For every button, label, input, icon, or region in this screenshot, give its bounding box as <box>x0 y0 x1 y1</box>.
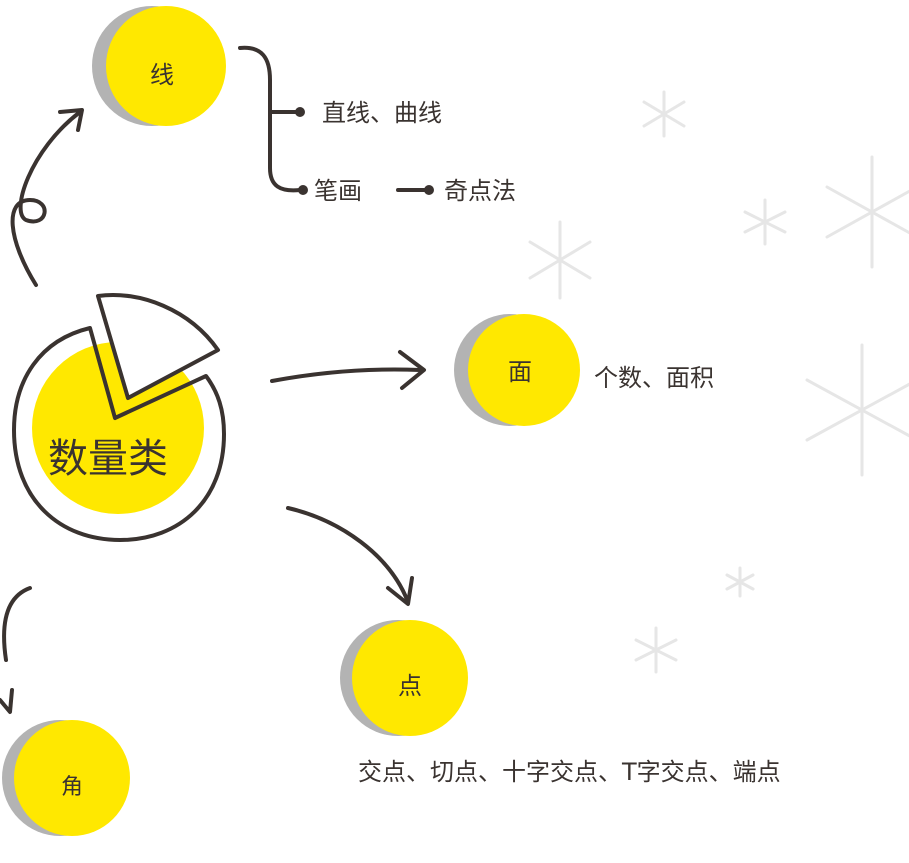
line-branch-dot-1 <box>295 107 305 117</box>
star-decoration <box>725 566 755 598</box>
node-face-note: 个数、面积 <box>594 364 714 392</box>
arrow-to-point <box>286 506 410 604</box>
star-decoration <box>528 220 592 300</box>
center-yellow-disc <box>32 342 204 514</box>
line-branch-bracket <box>238 45 302 193</box>
node-point-note: 交点、切点、十字交点、T字交点、端点 <box>358 758 781 786</box>
line-branch-3-text: 奇点法 <box>444 177 516 205</box>
center-label: 数量类 <box>48 436 168 482</box>
node-angle-disc <box>14 720 130 836</box>
node-angle-label: 角 <box>61 775 83 800</box>
node-line: 线 <box>92 6 226 126</box>
node-point-label: 点 <box>398 672 422 700</box>
star-decoration <box>634 626 678 674</box>
node-face-disc <box>468 314 580 426</box>
line-branch-1-text: 直线、曲线 <box>322 99 442 127</box>
node-point-disc <box>352 620 468 736</box>
node-face-label: 面 <box>508 358 532 386</box>
arrow-to-face <box>270 367 422 383</box>
arrowhead-line <box>58 108 84 132</box>
star-decoration <box>805 343 909 477</box>
arrow-to-line <box>10 110 82 287</box>
node-line-label: 线 <box>150 61 174 89</box>
node-line-disc <box>106 6 226 126</box>
line-branch-dot-2 <box>298 185 308 195</box>
center-pie-slice <box>96 293 220 400</box>
stroke-method-dot <box>424 185 434 195</box>
connectors <box>0 45 434 714</box>
center-node: 数量类 <box>12 293 226 542</box>
background-stars <box>528 90 909 674</box>
arrowhead-angle <box>0 688 14 714</box>
node-angle: 角 <box>2 720 130 836</box>
arrow-to-angle <box>2 586 32 662</box>
node-point: 点 <box>340 620 468 736</box>
star-decoration <box>743 198 787 246</box>
star-decoration <box>825 155 909 269</box>
star-decoration <box>642 90 686 138</box>
center-pie-outline <box>12 326 226 542</box>
line-branch-2-text: 笔画 <box>314 177 362 205</box>
arrowhead-face <box>398 350 426 390</box>
node-face: 面 <box>454 314 580 426</box>
arrowhead-point <box>386 576 414 606</box>
